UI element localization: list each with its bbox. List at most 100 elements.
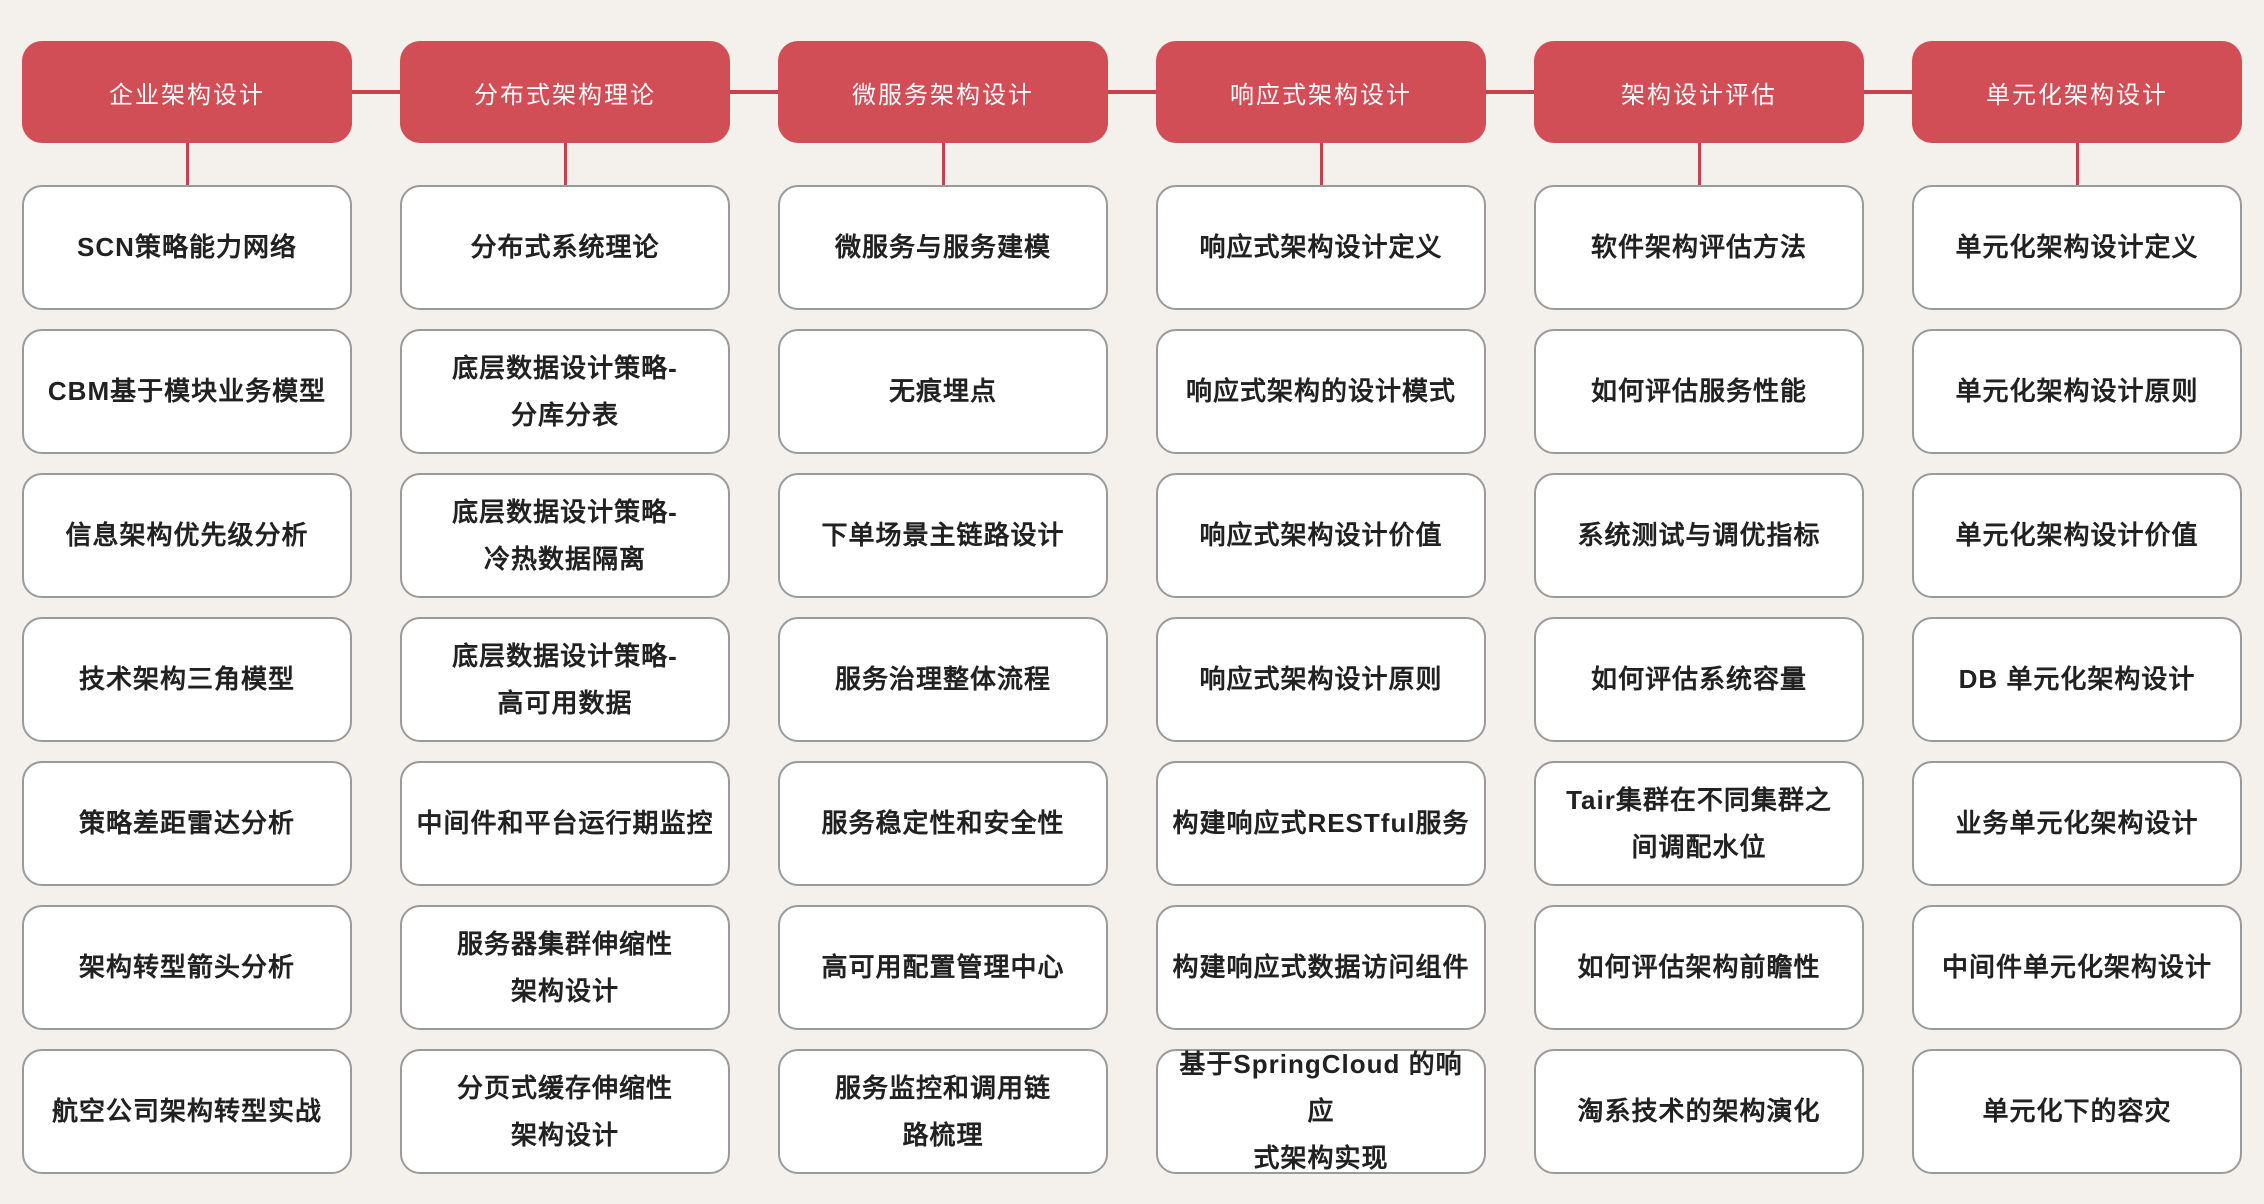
topic-card-label: 服务器集群伸缩性 架构设计	[456, 928, 673, 1006]
topic-card[interactable]: CBM基于模块业务模型	[22, 329, 352, 454]
topic-card[interactable]: 单元化架构设计价值	[1912, 473, 2242, 598]
category-column-1: 企业架构设计 SCN策略能力网络 CBM基于模块业务模型信息架构优先级分析技术架构三…	[22, 41, 352, 1174]
topic-card[interactable]: 响应式架构设计定义	[1156, 185, 1486, 310]
category-header[interactable]: 响应式架构设计	[1156, 41, 1486, 143]
topic-card-label: 底层数据设计策略- 分库分表	[452, 352, 678, 430]
topic-card-label: 架构转型箭头分析	[78, 952, 295, 983]
header-card-connector-line	[1319, 143, 1323, 185]
topic-card[interactable]: 中间件和平台运行期监控	[400, 761, 730, 886]
topic-card[interactable]: 如何评估架构前瞻性	[1534, 905, 1864, 1030]
topic-card-label: 信息架构优先级分析	[65, 520, 309, 551]
topic-card[interactable]: 构建响应式RESTful服务	[1156, 761, 1486, 886]
topic-card[interactable]: 系统测试与调优指标	[1534, 473, 1864, 598]
header-card-connector-line	[185, 143, 189, 185]
topic-card-label: 策略差距雷达分析	[78, 808, 295, 839]
topic-card-label: 无痕埋点	[888, 376, 997, 407]
topic-card-label: 如何评估系统容量	[1590, 664, 1807, 695]
category-header-label: 架构设计评估	[1621, 81, 1777, 109]
header-card-connector-line	[941, 143, 945, 185]
topic-card[interactable]: 无痕埋点	[778, 329, 1108, 454]
topic-card-label: 构建响应式数据访问组件	[1172, 952, 1470, 983]
topic-card[interactable]: 策略差距雷达分析	[22, 761, 352, 886]
header-card-connector-line	[563, 143, 567, 185]
topic-card[interactable]: 分布式系统理论	[400, 185, 730, 310]
topic-card[interactable]: 单元化架构设计原则	[1912, 329, 2242, 454]
topic-card[interactable]: 淘系技术的架构演化	[1534, 1049, 1864, 1174]
topic-card-label: DB 单元化架构设计	[1958, 664, 2196, 695]
topic-card[interactable]: 分页式缓存伸缩性 架构设计	[400, 1049, 730, 1174]
topic-card-label: 微服务与服务建模	[834, 232, 1051, 263]
topic-card-label: 分页式缓存伸缩性 架构设计	[456, 1072, 673, 1150]
topic-card[interactable]: 架构转型箭头分析	[22, 905, 352, 1030]
topic-card-label: 淘系技术的架构演化	[1577, 1096, 1821, 1127]
topic-card[interactable]: 服务监控和调用链 路梳理	[778, 1049, 1108, 1174]
topic-card[interactable]: SCN策略能力网络	[22, 185, 352, 310]
topic-card[interactable]: 微服务与服务建模	[778, 185, 1108, 310]
topic-card-label: 单元化架构设计定义	[1955, 232, 2199, 263]
topic-card[interactable]: 响应式架构设计价值	[1156, 473, 1486, 598]
topic-card-label: 如何评估服务性能	[1590, 376, 1807, 407]
topic-card-label: 航空公司架构转型实战	[51, 1096, 322, 1127]
topic-card-label: 响应式架构设计原则	[1199, 664, 1443, 695]
topic-card[interactable]: 响应式架构设计原则	[1156, 617, 1486, 742]
topic-card-label: 响应式架构的设计模式	[1185, 376, 1456, 407]
topic-card[interactable]: Tair集群在不同集群之 间调配水位	[1534, 761, 1864, 886]
category-columns: 企业架构设计 SCN策略能力网络 CBM基于模块业务模型信息架构优先级分析技术架构三…	[22, 41, 2242, 1174]
topic-card-label: 底层数据设计策略- 冷热数据隔离	[452, 496, 678, 574]
topic-card-label: 响应式架构设计价值	[1199, 520, 1443, 551]
category-header[interactable]: 分布式架构理论	[400, 41, 730, 143]
category-header[interactable]: 微服务架构设计	[778, 41, 1108, 143]
topic-card-label: 技术架构三角模型	[78, 664, 295, 695]
topic-card-label: 服务监控和调用链 路梳理	[834, 1072, 1051, 1150]
topic-card-label: 业务单元化架构设计	[1955, 808, 2199, 839]
topic-card[interactable]: 信息架构优先级分析	[22, 473, 352, 598]
topic-card[interactable]: 构建响应式数据访问组件	[1156, 905, 1486, 1030]
topic-card-label: 服务稳定性和安全性	[821, 808, 1065, 839]
category-header-label: 微服务架构设计	[852, 81, 1034, 109]
topic-card-label: 服务治理整体流程	[834, 664, 1051, 695]
category-column-3: 微服务架构设计微服务与服务建模无痕埋点下单场景主链路设计服务治理整体流程服务稳定…	[778, 41, 1108, 1174]
topic-card-label: 构建响应式RESTful服务	[1172, 808, 1470, 839]
topic-card[interactable]: 中间件单元化架构设计	[1912, 905, 2242, 1030]
topic-card-label: 单元化架构设计原则	[1955, 376, 2199, 407]
topic-card[interactable]: 单元化下的容灾	[1912, 1049, 2242, 1174]
category-header[interactable]: 单元化架构设计	[1912, 41, 2242, 143]
topic-card[interactable]: 单元化架构设计定义	[1912, 185, 2242, 310]
topic-card[interactable]: 下单场景主链路设计	[778, 473, 1108, 598]
topic-card[interactable]: 服务器集群伸缩性 架构设计	[400, 905, 730, 1030]
topic-card-label: 系统测试与调优指标	[1577, 520, 1821, 551]
topic-card[interactable]: 服务治理整体流程	[778, 617, 1108, 742]
topic-card[interactable]: 底层数据设计策略- 高可用数据	[400, 617, 730, 742]
topic-card-label: 下单场景主链路设计	[821, 520, 1065, 551]
topic-card-label: 中间件单元化架构设计	[1941, 952, 2212, 983]
topic-card[interactable]: 如何评估系统容量	[1534, 617, 1864, 742]
topic-card[interactable]: 服务稳定性和安全性	[778, 761, 1108, 886]
category-header-label: 企业架构设计	[109, 81, 265, 109]
category-header[interactable]: 架构设计评估	[1534, 41, 1864, 143]
topic-card-label: 分布式系统理论	[470, 232, 660, 263]
category-column-4: 响应式架构设计响应式架构设计定义响应式架构的设计模式响应式架构设计价值响应式架构…	[1156, 41, 1486, 1174]
category-column-5: 架构设计评估软件架构评估方法如何评估服务性能系统测试与调优指标如何评估系统容量 T…	[1534, 41, 1864, 1174]
category-header-label: 分布式架构理论	[474, 81, 656, 109]
header-connector-line	[187, 90, 2077, 94]
topic-card[interactable]: 技术架构三角模型	[22, 617, 352, 742]
topic-card-label: 单元化架构设计价值	[1955, 520, 2199, 551]
header-card-connector-line	[2075, 143, 2079, 185]
topic-card[interactable]: 基于SpringCloud 的响应 式架构实现	[1156, 1049, 1486, 1174]
topic-card[interactable]: 底层数据设计策略- 冷热数据隔离	[400, 473, 730, 598]
category-header[interactable]: 企业架构设计	[22, 41, 352, 143]
topic-card[interactable]: 业务单元化架构设计	[1912, 761, 2242, 886]
topic-card[interactable]: 高可用配置管理中心	[778, 905, 1108, 1030]
topic-card[interactable]: 底层数据设计策略- 分库分表	[400, 329, 730, 454]
topic-card[interactable]: DB 单元化架构设计	[1912, 617, 2242, 742]
category-column-2: 分布式架构理论分布式系统理论底层数据设计策略- 分库分表底层数据设计策略- 冷热…	[400, 41, 730, 1174]
topic-card[interactable]: 如何评估服务性能	[1534, 329, 1864, 454]
topic-card[interactable]: 软件架构评估方法	[1534, 185, 1864, 310]
category-column-6: 单元化架构设计单元化架构设计定义单元化架构设计原则单元化架构设计价值 DB 单元化…	[1912, 41, 2242, 1174]
topic-card[interactable]: 航空公司架构转型实战	[22, 1049, 352, 1174]
topic-card-label: CBM基于模块业务模型	[47, 376, 327, 407]
topic-card-label: 高可用配置管理中心	[821, 952, 1065, 983]
topic-card[interactable]: 响应式架构的设计模式	[1156, 329, 1486, 454]
category-header-label: 单元化架构设计	[1986, 81, 2168, 109]
